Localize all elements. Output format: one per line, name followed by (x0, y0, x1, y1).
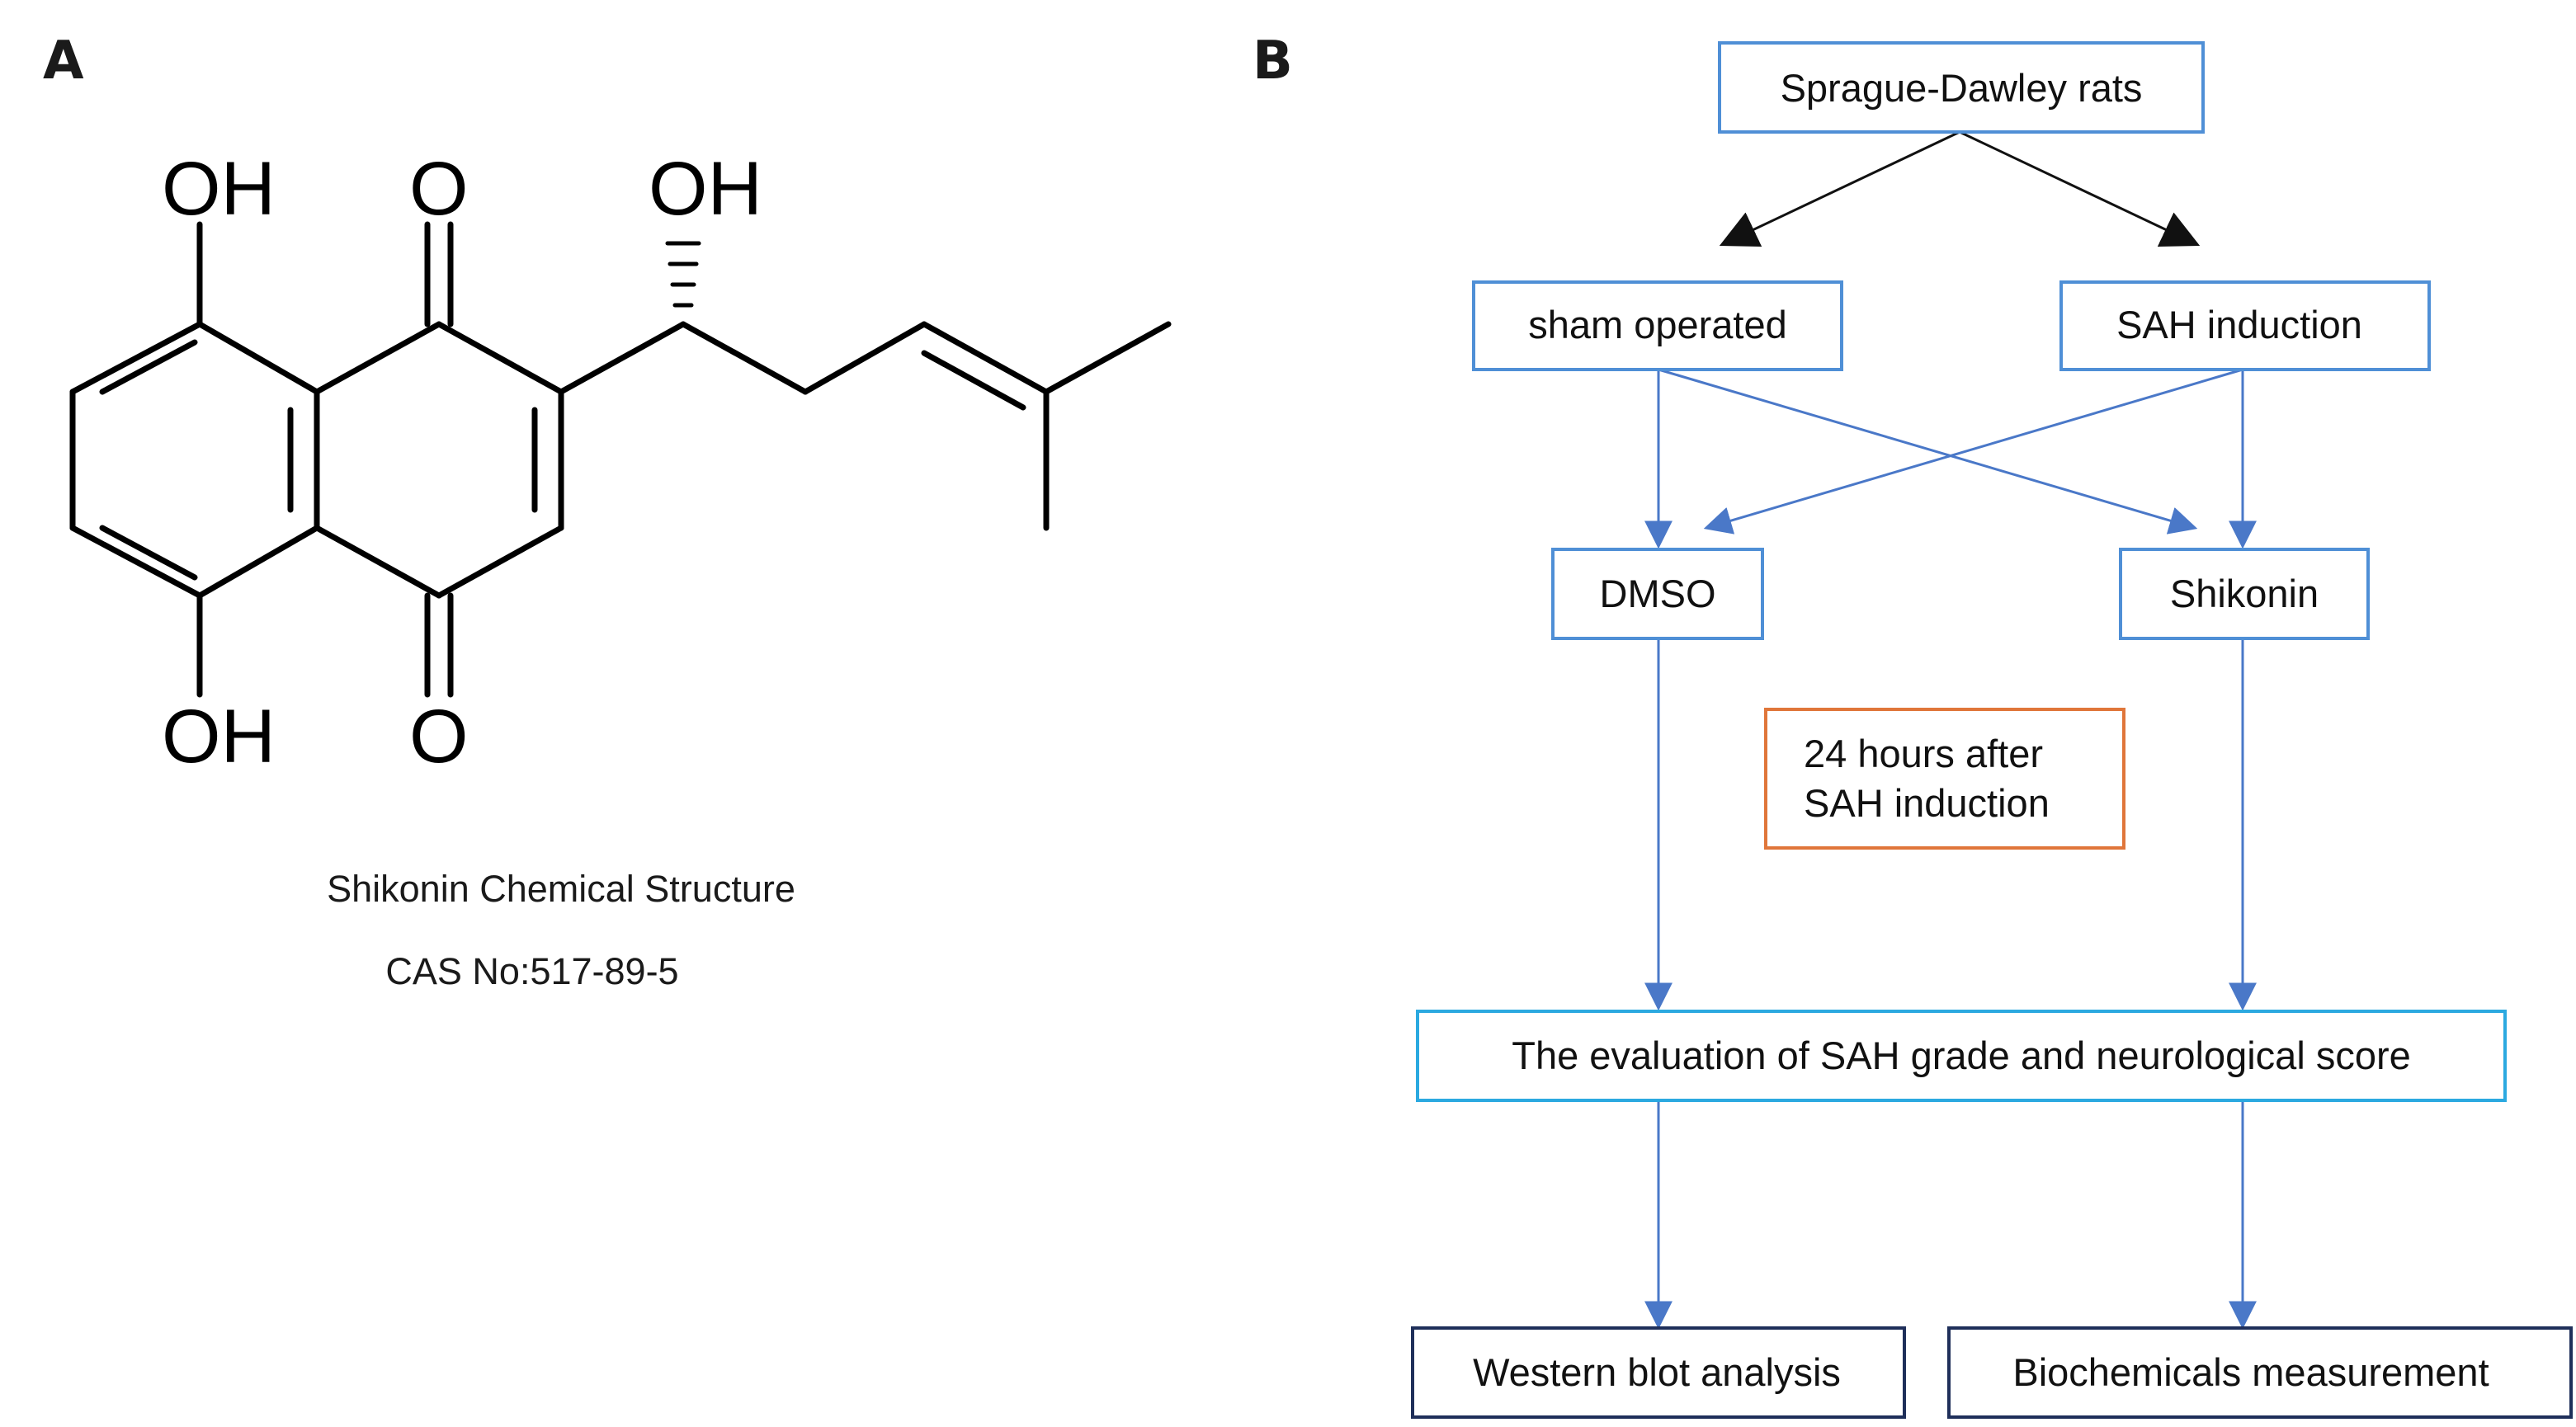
bond (558, 321, 686, 395)
node-note-line2: SAH induction (1804, 781, 2050, 825)
edge-root-to-sah (1959, 130, 2201, 247)
bond (1043, 321, 1172, 395)
bond (680, 321, 809, 395)
bond (802, 321, 927, 395)
bond-inner (99, 339, 198, 395)
node-sah-label: SAH induction (2116, 303, 2362, 346)
atom-o-bottom: O (409, 695, 469, 779)
bond (69, 525, 203, 599)
panel-a-label: A (43, 31, 84, 92)
node-sah: SAH induction (2059, 280, 2431, 371)
hashed-wedge (665, 241, 701, 308)
node-shikonin: Shikonin (2119, 548, 2370, 640)
edge-sham-to-shikonin (1658, 368, 2198, 535)
flow-edges (1644, 130, 2257, 1330)
bond (314, 525, 442, 599)
edge-sah-to-dmso (1703, 368, 2243, 535)
node-evaluation: The evaluation of SAH grade and neurolog… (1416, 1010, 2507, 1102)
node-root: Sprague-Dawley rats (1718, 41, 2205, 134)
atom-oh-side-chain: OH (649, 147, 762, 231)
atom-oh-bottom-left: OH (162, 695, 276, 779)
node-shikonin-label: Shikonin (2170, 572, 2319, 615)
bond (436, 321, 564, 395)
bond (196, 525, 320, 599)
atom-oh-top-left: OH (162, 147, 276, 231)
shikonin-structure: OH O OH OH O (69, 147, 1172, 779)
bond-inner (99, 525, 198, 581)
panel-a: A (43, 31, 1172, 992)
bond (314, 321, 442, 395)
bond (69, 321, 203, 395)
edge-root-to-sham (1719, 130, 1960, 247)
structure-caption-cas: CAS No:517-89-5 (385, 950, 678, 992)
bond (921, 321, 1050, 395)
node-evaluation-label: The evaluation of SAH grade and neurolog… (1512, 1034, 2411, 1077)
node-sham-label: sham operated (1528, 303, 1787, 346)
node-western-label: Western blot analysis (1473, 1350, 1841, 1394)
node-note-line1: 24 hours after (1804, 732, 2043, 775)
node-biochem: Biochemicals measurement (1947, 1326, 2573, 1419)
node-note: 24 hours after SAH induction (1764, 708, 2125, 850)
bond (196, 321, 320, 395)
bond-inner (921, 350, 1026, 411)
bond (436, 525, 564, 599)
node-root-label: Sprague-Dawley rats (1781, 66, 2143, 110)
node-western: Western blot analysis (1411, 1326, 1906, 1419)
node-biochem-label: Biochemicals measurement (2012, 1350, 2489, 1394)
atom-o-top: O (409, 147, 469, 231)
panel-b-label: B (1253, 31, 1293, 92)
node-dmso: DMSO (1551, 548, 1764, 640)
node-dmso-label: DMSO (1600, 572, 1716, 615)
panel-b: B Sprague-Dawley rats sham operated SAH (1253, 31, 2573, 1419)
node-sham: sham operated (1472, 280, 1843, 371)
structure-caption-name: Shikonin Chemical Structure (327, 868, 795, 910)
